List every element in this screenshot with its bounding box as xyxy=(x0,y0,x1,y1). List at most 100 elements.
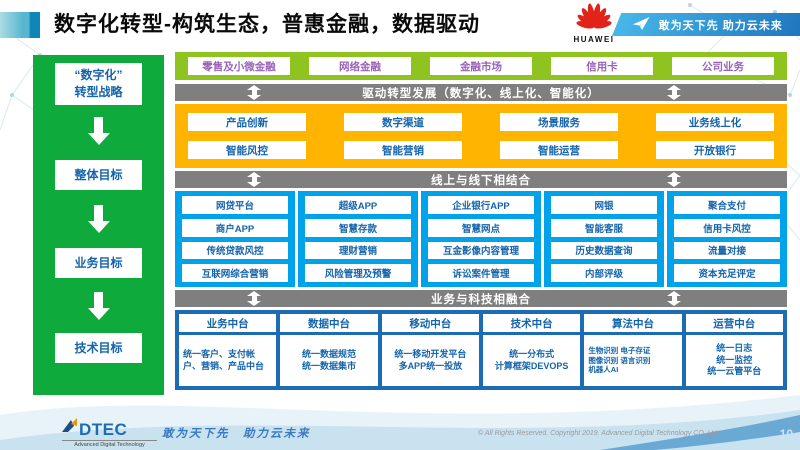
divider-bar-label: 线上与线下相结合 xyxy=(431,174,531,187)
platform-content-line: 机器人AI xyxy=(588,365,619,375)
strategy-box: “数字化” 转型战略 xyxy=(55,63,142,105)
channel-box: 智慧存款 xyxy=(305,218,411,237)
platform-header: 算法中台 xyxy=(584,314,682,332)
channel-box: 企业银行APP xyxy=(428,196,534,214)
platform-header: 业务中台 xyxy=(179,314,277,332)
updown-arrow-icon xyxy=(667,85,681,100)
channel-box: 智慧网点 xyxy=(428,218,534,237)
divider-bar-label: 驱动转型发展（数字化、线上化、智能化） xyxy=(362,87,600,100)
down-arrow-icon xyxy=(87,292,110,320)
platform-column-data: 数据中台 统一数据规范 统一数据集市 xyxy=(280,314,378,386)
platform-content: 统一日志 统一监控 统一云管平台 xyxy=(685,335,783,386)
header-banner: 敢为天下先 助力云未来 xyxy=(612,13,800,36)
adtec-wordmark: DTEC xyxy=(79,420,128,439)
platform-content: 统一移动开发平台 多APP统一投放 xyxy=(381,335,479,386)
capability-box: 开放银行 xyxy=(656,141,774,159)
updown-arrow-icon xyxy=(247,85,261,100)
capability-box: 智能运营 xyxy=(500,141,618,159)
platform-content-line: 统一移动开发平台 xyxy=(394,348,467,359)
platform-content-line: 生物识别 电子存证 xyxy=(588,345,651,355)
channel-box: 超级APP xyxy=(305,196,411,214)
footer-slogan: 敢为天下先 助力云未来 xyxy=(162,428,311,440)
channel-box: 互金影像内容管理 xyxy=(428,241,534,260)
channel-column: 企业银行APP 智慧网点 互金影像内容管理 诉讼案件管理 xyxy=(421,191,541,287)
platform-content: 统一客户、支付帐户、营销、产品中台 xyxy=(179,335,277,386)
strategy-sidebar: “数字化” 转型战略 整体目标 业务目标 技术目标 xyxy=(33,55,164,395)
paper-plane-icon xyxy=(632,16,650,33)
business-line-box: 零售及小微金融 xyxy=(188,57,290,75)
channel-box: 网银 xyxy=(551,196,657,214)
copyright-text: © All Rights Reserved. Copyright 2019. A… xyxy=(478,430,718,437)
updown-arrow-icon xyxy=(247,172,261,187)
platform-content-line: 统一云管平台 xyxy=(707,366,762,377)
channel-band: 网贷平台 商户APP 传统贷款风控 互联网综合营销 超级APP 智慧存款 理财营… xyxy=(175,191,787,287)
channel-box: 网贷平台 xyxy=(182,196,288,214)
platform-content-line: 统一日志 xyxy=(716,342,753,353)
business-line-box: 公司业务 xyxy=(672,57,774,75)
platform-header: 移动中台 xyxy=(381,314,479,332)
platform-band: 业务中台 统一客户、支付帐户、营销、产品中台 数据中台 统一数据规范 统一数据集… xyxy=(175,310,787,390)
goal-box-overall: 整体目标 xyxy=(55,160,142,190)
capability-box: 数字渠道 xyxy=(344,113,462,131)
platform-column-technology: 技术中台 统一分布式 计算框架DEVOPS xyxy=(482,314,581,386)
business-lines-band: 零售及小微金融 网络金融 金融市场 信用卡 公司业务 xyxy=(175,52,787,80)
channel-column: 聚合支付 信用卡风控 流量对接 资本充足评定 xyxy=(667,191,787,287)
platform-header: 运营中台 xyxy=(685,314,783,332)
channel-box: 信用卡风控 xyxy=(674,218,780,237)
capability-box: 场景服务 xyxy=(500,113,618,131)
channel-box: 互联网综合营销 xyxy=(182,264,288,282)
updown-arrow-icon xyxy=(667,172,681,187)
platform-column-algorithm: 算法中台 生物识别 电子存证 图像识别 语言识别 机器人AI xyxy=(584,314,682,386)
channel-box: 历史数据查询 xyxy=(551,241,657,260)
business-line-box: 金融市场 xyxy=(430,57,532,75)
channel-box: 聚合支付 xyxy=(674,196,780,214)
channel-box: 内部评级 xyxy=(551,264,657,282)
platform-content-line: 计算框架DEVOPS xyxy=(494,360,569,371)
adtec-subtitle: Advanced Digital Technology xyxy=(62,440,157,448)
strategy-line1: “数字化” xyxy=(74,68,123,83)
platform-content-line: 统一数据规范 xyxy=(301,348,356,359)
business-line-box: 信用卡 xyxy=(551,57,653,75)
goal-box-technology: 技术目标 xyxy=(55,333,142,363)
channel-box: 资本充足评定 xyxy=(674,264,780,282)
platform-header: 数据中台 xyxy=(280,314,378,332)
channel-box: 商户APP xyxy=(182,218,288,237)
capability-box: 产品创新 xyxy=(188,113,306,131)
updown-arrow-icon xyxy=(247,291,261,306)
capability-box: 智能风控 xyxy=(188,141,306,159)
divider-bar-online-offline: 线上与线下相结合 xyxy=(175,171,787,188)
platform-column-operations: 运营中台 统一日志 统一监控 统一云管平台 xyxy=(685,314,783,386)
channel-box: 诉讼案件管理 xyxy=(428,264,534,282)
channel-column: 网银 智能客服 历史数据查询 内部评级 xyxy=(544,191,664,287)
channel-box: 传统贷款风控 xyxy=(182,241,288,260)
page-title: 数字化转型-构筑生态，普惠金融，数据驱动 xyxy=(54,13,480,36)
channel-column: 网贷平台 商户APP 传统贷款风控 互联网综合营销 xyxy=(175,191,295,287)
channel-column: 超级APP 智慧存款 理财营销 风险管理及预警 xyxy=(298,191,418,287)
strategy-line2: 转型战略 xyxy=(74,85,123,99)
down-arrow-icon xyxy=(87,117,110,145)
channel-box: 理财营销 xyxy=(305,241,411,260)
title-accent-bar xyxy=(0,12,40,38)
capability-box: 智能营销 xyxy=(344,141,462,159)
platform-content-line: 多APP统一投放 xyxy=(398,360,463,371)
down-arrow-icon xyxy=(87,205,110,233)
platform-header: 技术中台 xyxy=(482,314,581,332)
platform-content-line: 统一分布式 xyxy=(509,348,555,359)
divider-bar-business-tech: 业务与科技相融合 xyxy=(175,290,787,307)
adtec-arrow-icon xyxy=(62,418,77,438)
business-line-box: 网络金融 xyxy=(309,57,411,75)
huawei-flower-icon xyxy=(573,3,615,33)
platform-content-line: 统一监控 xyxy=(716,354,753,365)
platform-content: 统一数据规范 统一数据集市 xyxy=(280,335,378,386)
divider-bar-label: 业务与科技相融合 xyxy=(431,293,531,306)
huawei-logo: HUAWEI xyxy=(566,3,622,44)
platform-column-business: 业务中台 统一客户、支付帐户、营销、产品中台 xyxy=(179,314,277,386)
capability-box: 业务线上化 xyxy=(656,113,774,131)
platform-content-line: 统一数据集市 xyxy=(301,360,356,371)
platform-content: 生物识别 电子存证 图像识别 语言识别 机器人AI xyxy=(584,335,682,386)
platform-content-line: 图像识别 语言识别 xyxy=(588,355,651,365)
diagram-main: 零售及小微金融 网络金融 金融市场 信用卡 公司业务 驱动转型发展（数字化、线上… xyxy=(175,52,787,390)
channel-box: 流量对接 xyxy=(674,241,780,260)
channel-box: 智能客服 xyxy=(551,218,657,237)
